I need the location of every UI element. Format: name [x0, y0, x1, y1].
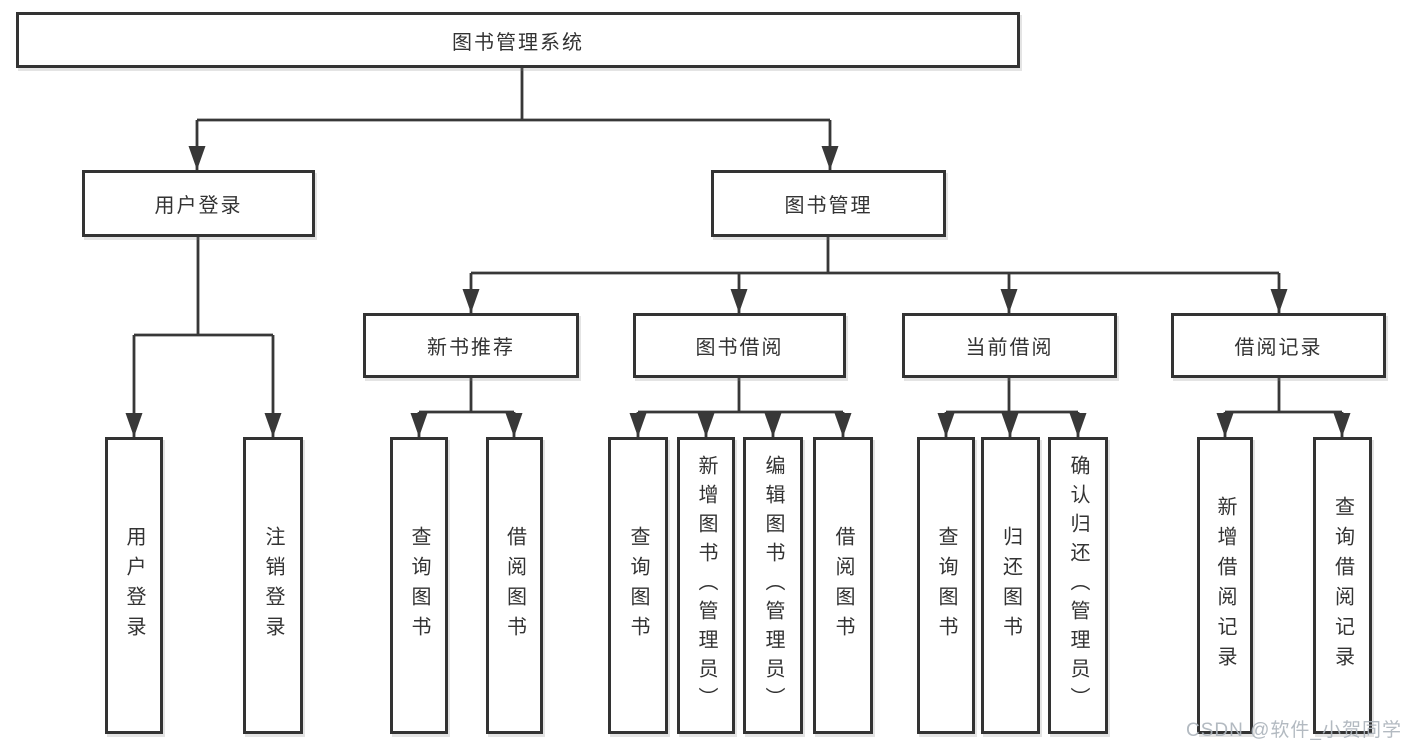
- leaf-query-borrow-record-label: 查询借阅记录: [1331, 495, 1354, 676]
- node-user-login-label: 用户登录: [154, 195, 243, 217]
- node-borrowing-records: 借阅记录: [1171, 313, 1386, 378]
- leaf-user-login: 用户登录: [105, 437, 163, 734]
- node-borrowing-records-label: 借阅记录: [1234, 337, 1323, 359]
- node-book-borrowing: 图书借阅: [633, 313, 846, 378]
- watermark: CSDN @软件_小贺同学: [1186, 720, 1402, 741]
- node-new-book-recommend: 新书推荐: [363, 313, 579, 378]
- leaf-query-books-current-label: 查询图书: [935, 525, 957, 646]
- node-current-borrowing: 当前借阅: [902, 313, 1117, 378]
- leaf-query-books-recommend-label: 查询图书: [408, 525, 430, 646]
- leaf-edit-book-admin-label: 编辑图书（管理员）: [762, 455, 784, 716]
- node-new-book-recommend-label: 新书推荐: [427, 337, 515, 359]
- leaf-query-books-current: 查询图书: [917, 437, 975, 734]
- node-current-borrowing-label: 当前借阅: [965, 337, 1054, 359]
- leaf-borrow-books-borrowing: 借阅图书: [813, 437, 873, 734]
- leaf-edit-book-admin: 编辑图书（管理员）: [743, 437, 803, 734]
- leaf-confirm-return-admin-label: 确认归还（管理员）: [1067, 455, 1089, 716]
- leaf-add-borrow-record: 新增借阅记录: [1197, 437, 1253, 734]
- node-book-borrowing-label: 图书借阅: [695, 337, 784, 359]
- node-book-management-label: 图书管理: [784, 195, 873, 217]
- leaf-borrow-books-borrowing-label: 借阅图书: [832, 525, 854, 646]
- leaf-add-book-admin: 新增图书（管理员）: [677, 437, 735, 734]
- leaf-query-borrow-record: 查询借阅记录: [1313, 437, 1372, 734]
- leaf-query-books-borrowing-label: 查询图书: [627, 525, 649, 646]
- leaf-borrow-books-recommend-label: 借阅图书: [503, 525, 526, 646]
- leaf-logout: 注销登录: [243, 437, 303, 734]
- leaf-return-books: 归还图书: [981, 437, 1040, 734]
- node-root-label: 图书管理系统: [452, 31, 584, 54]
- leaf-confirm-return-admin: 确认归还（管理员）: [1048, 437, 1108, 734]
- node-user-login: 用户登录: [82, 170, 315, 237]
- leaf-user-login-label: 用户登录: [123, 525, 145, 646]
- leaf-query-books-borrowing: 查询图书: [608, 437, 668, 734]
- leaf-logout-label: 注销登录: [262, 525, 284, 646]
- leaf-borrow-books-recommend: 借阅图书: [486, 437, 543, 734]
- leaf-add-borrow-record-label: 新增借阅记录: [1214, 495, 1236, 676]
- leaf-query-books-recommend: 查询图书: [390, 437, 448, 734]
- leaf-add-book-admin-label: 新增图书（管理员）: [695, 455, 717, 716]
- leaf-return-books-label: 归还图书: [999, 525, 1022, 646]
- node-book-management: 图书管理: [711, 170, 946, 237]
- node-root: 图书管理系统: [16, 12, 1020, 68]
